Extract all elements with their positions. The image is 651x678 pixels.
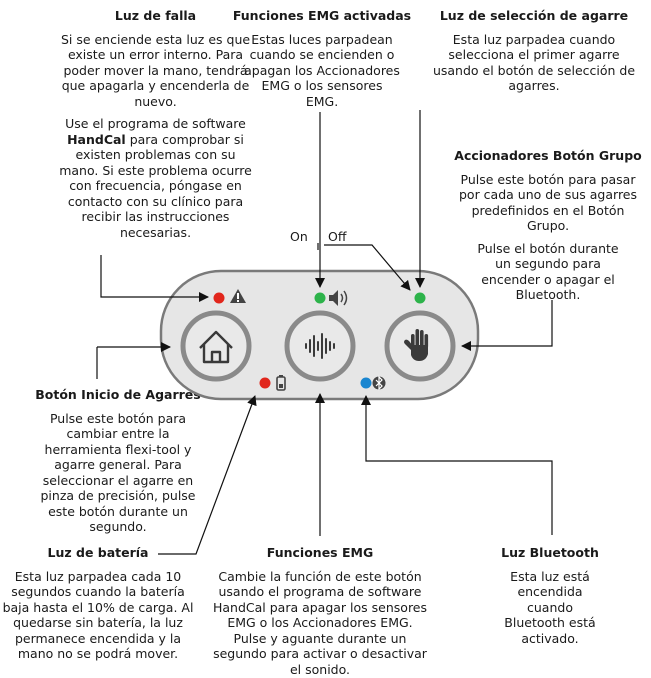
bluetooth-annotation: Luz Bluetooth Esta luz está encendida cu… (470, 545, 630, 646)
emg-functions-text: Cambie la función de este botón usando e… (212, 568, 428, 677)
emg-wave-icon (305, 333, 335, 359)
battery-icon (276, 375, 286, 391)
on-label: On (290, 229, 308, 244)
off-label: Off (328, 229, 347, 244)
home-button-annotation: Botón Inicio de Agarres Pulse este botón… (20, 387, 216, 535)
fault-light-title: Luz de falla (114, 8, 197, 23)
bluetooth-title: Luz Bluetooth (501, 545, 599, 560)
emg-functions-annotation: Funciones EMG Cambie la función de este … (210, 545, 430, 677)
speaker-icon (329, 290, 348, 306)
fault-led (213, 292, 225, 304)
emg-active-annotation: Funciones EMG activadas Estas luces parp… (222, 8, 422, 109)
grip-light-annotation: Luz de selección de agarre Esta luz parp… (428, 8, 640, 94)
connector-lines (96, 110, 553, 555)
bluetooth-led (360, 377, 372, 389)
bluetooth-text: Esta luz está encendida cuando Bluetooth… (504, 568, 596, 646)
group-button-text: Pulse este botón para pasar por cada uno… (458, 171, 638, 234)
bluetooth-icon (372, 375, 386, 391)
home-icon (199, 330, 233, 364)
warning-icon (230, 289, 246, 303)
group-button-title: Accionadores Botón Grupo (454, 148, 642, 163)
emg-active-led (314, 292, 326, 304)
grip-light-title: Luz de selección de agarre (439, 8, 629, 23)
emg-functions-title: Funciones EMG (266, 545, 374, 560)
group-button-bluetooth-text: Pulse el botón durante un segundo para e… (477, 240, 619, 303)
grip-light-text: Esta luz parpadea cuando selecciona el p… (432, 31, 636, 94)
home-button-title: Botón Inicio de Agarres (35, 387, 201, 402)
emg-active-title: Funciones EMG activadas (232, 8, 412, 23)
grip-group-button[interactable] (384, 310, 456, 382)
fault-light-annotation: Luz de falla Si se enciende esta luz es … (58, 8, 253, 240)
hand-icon (404, 329, 429, 361)
battery-annotation: Luz de batería Esta luz parpadea cada 10… (0, 545, 196, 662)
group-button-annotation: Accionadores Botón Grupo Pulse este botó… (452, 148, 644, 303)
emg-button[interactable] (284, 310, 356, 382)
fault-light-text: Si se enciende esta luz es que existe un… (60, 31, 251, 109)
grip-selection-led (414, 292, 426, 304)
fault-light-handcal-text: Use el programa de software HandCal para… (59, 116, 252, 240)
home-button-text: Pulse este botón para cambiar entre la h… (40, 410, 196, 535)
emg-active-text: Estas luces parpadean cuando se enciende… (244, 31, 400, 109)
battery-title: Luz de batería (47, 545, 149, 560)
battery-led (259, 377, 271, 389)
battery-text: Esta luz parpadea cada 10 segundos cuand… (2, 568, 194, 662)
home-button[interactable] (180, 310, 252, 382)
